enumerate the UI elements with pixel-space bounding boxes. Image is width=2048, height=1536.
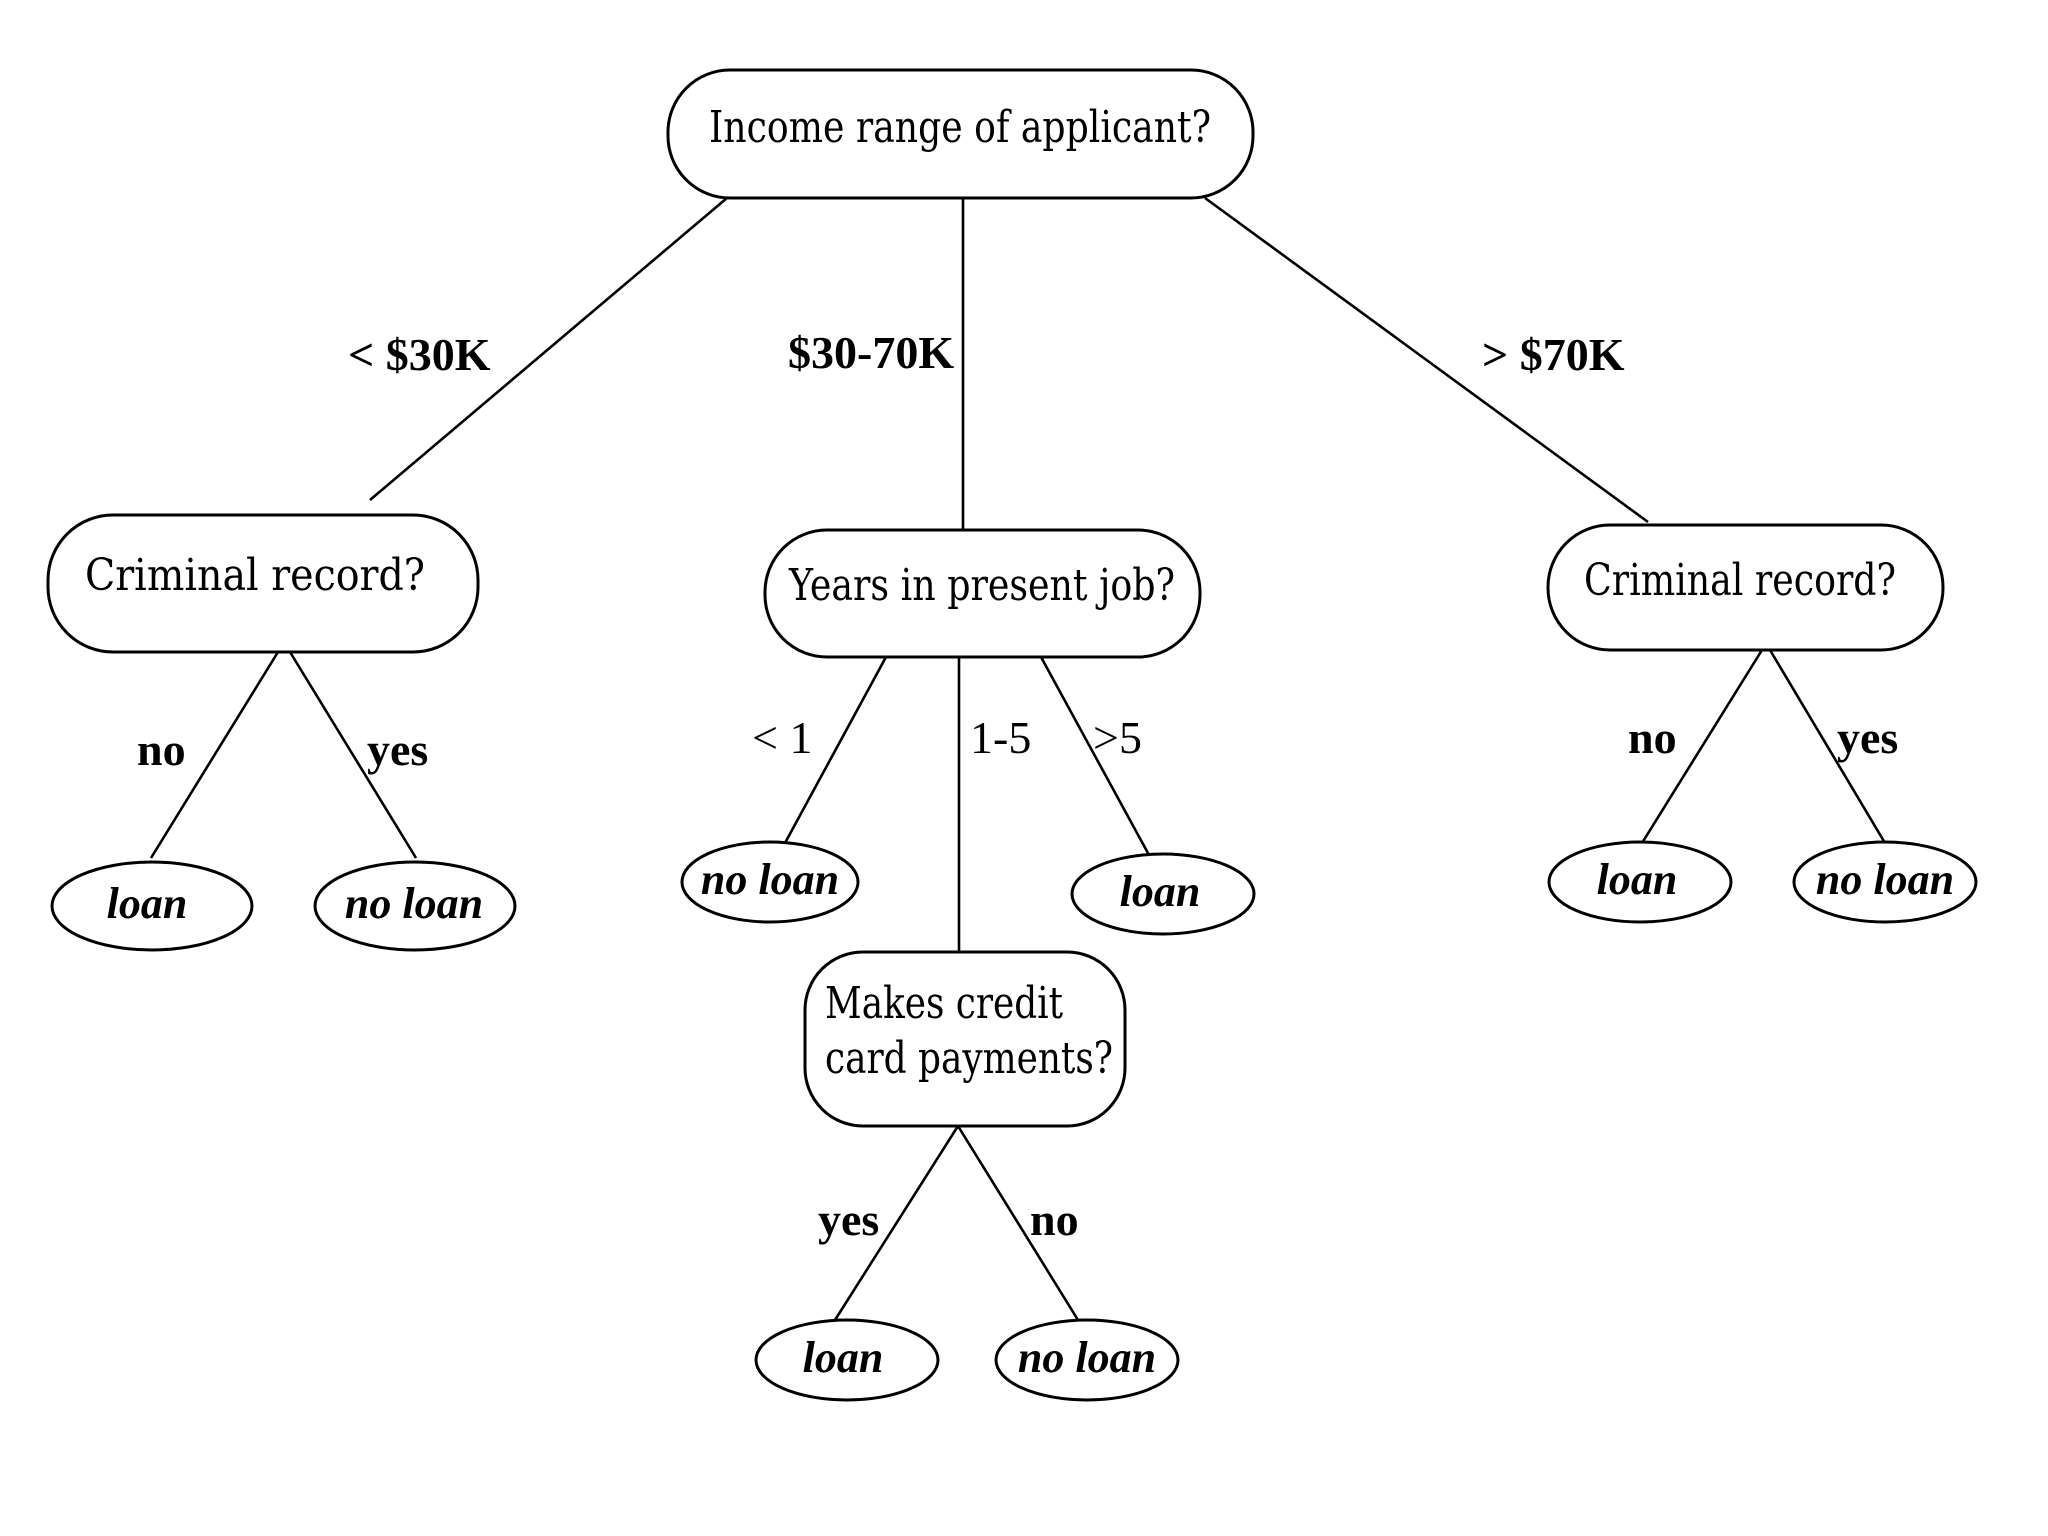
node-high-criminal-record: Criminal record?	[1546, 523, 1945, 652]
leaf-credit-no-box	[994, 1318, 1180, 1402]
node-years-in-job-box	[763, 528, 1202, 659]
leaf-years-lt1-box	[680, 840, 860, 924]
edge-root-to-high-income	[1204, 196, 1649, 524]
branch-label-low-no: no	[137, 724, 186, 775]
leaf-credit-yes-label: loan	[803, 1333, 884, 1382]
leaf-low-yes-label: no loan	[345, 879, 483, 928]
node-years-in-job: Years in present job?	[763, 528, 1202, 659]
node-low-criminal-record-label: Criminal record?	[85, 550, 425, 601]
node-income-range: Income range of applicant?	[666, 68, 1255, 200]
leaf-high-no-label: loan	[1597, 855, 1678, 904]
leaf-credit-yes-box	[754, 1318, 940, 1402]
leaf-credit-no-no-loan: no loan	[994, 1318, 1180, 1402]
branch-label-credit-yes: yes	[818, 1194, 879, 1245]
leaf-high-no-loan-granted: loan	[1547, 840, 1733, 924]
node-credit-card-payments: Makes credit card payments?	[803, 950, 1127, 1128]
branch-label-years-1-5: 1-5	[970, 712, 1031, 763]
tree-edges	[149, 196, 1887, 1321]
branch-label-mid-income: $30-70K	[788, 327, 954, 378]
node-credit-card-payments-line2: card payments?	[825, 1033, 1113, 1084]
node-credit-card-payments-line1: Makes credit	[825, 978, 1063, 1029]
node-credit-card-payments-box	[803, 950, 1127, 1128]
leaf-high-yes-label: no loan	[1816, 855, 1954, 904]
node-low-criminal-record: Criminal record?	[46, 513, 480, 654]
edge-credit-yes	[833, 1125, 960, 1321]
leaf-credit-yes-loan: loan	[754, 1318, 940, 1402]
branch-label-high-yes: yes	[1837, 712, 1898, 763]
edge-years-lt1	[783, 656, 888, 844]
leaf-high-yes-no-loan: no loan	[1792, 840, 1978, 924]
edge-low-criminal-yes	[288, 651, 418, 859]
edge-low-criminal-no	[149, 651, 280, 859]
leaf-years-lt1-label: no loan	[701, 855, 839, 904]
edge-root-to-low-income	[369, 197, 728, 501]
leaf-high-yes-box	[1792, 840, 1978, 924]
leaf-low-no-box	[50, 860, 254, 952]
node-years-in-job-label: Years in present job?	[788, 560, 1175, 611]
branch-label-high-income: > $70K	[1482, 329, 1625, 380]
leaf-years-gt5-box	[1070, 852, 1256, 936]
edge-years-gt5	[1039, 656, 1151, 856]
branch-label-credit-no: no	[1030, 1194, 1079, 1245]
edge-credit-no	[956, 1125, 1080, 1321]
leaf-low-no-loan-granted: loan	[50, 860, 254, 952]
leaf-years-gt5-loan: loan	[1070, 852, 1256, 936]
edge-labels: < $30K $30-70K > $70K no yes < 1 1-5 >5 …	[137, 327, 1898, 1245]
branch-label-low-yes: yes	[367, 724, 428, 775]
edge-high-criminal-no	[1640, 649, 1764, 844]
leaf-high-no-box	[1547, 840, 1733, 924]
leaf-credit-no-label: no loan	[1018, 1333, 1156, 1382]
node-income-range-label: Income range of applicant?	[709, 102, 1211, 153]
branch-label-low-income: < $30K	[348, 329, 491, 380]
node-income-range-box	[666, 68, 1255, 200]
leaf-low-yes-box	[313, 860, 517, 952]
edge-high-criminal-yes	[1768, 649, 1887, 844]
branch-label-years-gt5: >5	[1093, 712, 1142, 763]
branch-label-high-no: no	[1628, 712, 1677, 763]
node-low-criminal-record-box	[46, 513, 480, 654]
node-high-criminal-record-label: Criminal record?	[1584, 555, 1896, 606]
node-high-criminal-record-box	[1546, 523, 1945, 652]
leaf-low-no-label: loan	[107, 879, 188, 928]
leaf-years-gt5-label: loan	[1120, 867, 1201, 916]
leaf-years-lt1-no-loan: no loan	[680, 840, 860, 924]
leaf-low-yes-no-loan: no loan	[313, 860, 517, 952]
branch-label-years-lt1: < 1	[752, 712, 812, 763]
